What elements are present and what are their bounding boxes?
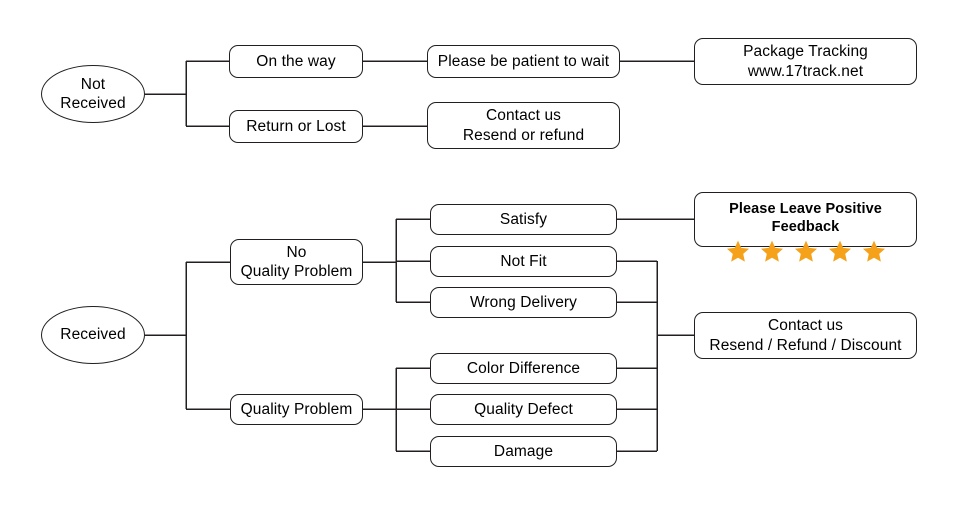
node-quality-problem[interactable]: Quality Problem bbox=[230, 394, 363, 425]
node-no-quality-problem-line1: No bbox=[286, 243, 307, 261]
node-damage-label: Damage bbox=[493, 442, 554, 460]
node-not-fit-label: Not Fit bbox=[500, 252, 547, 270]
node-please-leave-positive-feedback[interactable]: Please Leave Positive Feedback bbox=[694, 192, 917, 262]
node-wrong-delivery[interactable]: Wrong Delivery bbox=[430, 287, 617, 318]
node-please-be-patient-to-wait[interactable]: Please be patient to wait bbox=[427, 45, 620, 78]
node-return-or-lost-label: Return or Lost bbox=[246, 117, 346, 135]
node-quality-problem-label: Quality Problem bbox=[240, 400, 353, 418]
node-contact-us-discount-line1: Contact us bbox=[767, 317, 844, 335]
node-return-or-lost[interactable]: Return or Lost bbox=[229, 110, 363, 143]
node-package-tracking-url: www.17track.net bbox=[747, 62, 864, 80]
node-quality-defect-label: Quality Defect bbox=[474, 400, 573, 418]
star-rating[interactable] bbox=[725, 239, 887, 264]
star-icon[interactable] bbox=[861, 239, 887, 264]
node-satisfy[interactable]: Satisfy bbox=[430, 204, 617, 235]
node-no-quality-problem-line2: Quality Problem bbox=[240, 263, 353, 280]
node-contact-us-resend-or-refund[interactable]: Contact us Resend or refund bbox=[427, 102, 620, 149]
node-wrong-delivery-label: Wrong Delivery bbox=[469, 293, 578, 311]
node-not-received-line1: Not bbox=[80, 75, 106, 93]
node-color-difference[interactable]: Color Difference bbox=[430, 353, 617, 384]
star-icon[interactable] bbox=[793, 239, 819, 264]
node-not-received[interactable]: Not Received bbox=[41, 65, 145, 123]
node-not-received-line2: Received bbox=[60, 95, 126, 112]
node-please-wait-label: Please be patient to wait bbox=[437, 52, 610, 70]
node-positive-feedback-label: Please Leave Positive Feedback bbox=[729, 201, 882, 236]
node-contact-us-resend-refund-discount[interactable]: Contact us Resend / Refund / Discount bbox=[694, 312, 917, 359]
node-received-label: Received bbox=[60, 326, 126, 344]
node-not-fit[interactable]: Not Fit bbox=[430, 246, 617, 277]
node-on-the-way-label: On the way bbox=[256, 52, 336, 70]
node-quality-defect[interactable]: Quality Defect bbox=[430, 394, 617, 425]
node-package-tracking[interactable]: Package Tracking www.17track.net bbox=[694, 38, 917, 85]
node-on-the-way[interactable]: On the way bbox=[229, 45, 363, 78]
node-no-quality-problem[interactable]: No Quality Problem bbox=[230, 239, 363, 285]
node-satisfy-label: Satisfy bbox=[499, 210, 548, 228]
node-contact-us-line1: Contact us bbox=[485, 107, 562, 125]
node-contact-us-line2: Resend or refund bbox=[462, 126, 585, 144]
star-icon[interactable] bbox=[827, 239, 853, 264]
node-received[interactable]: Received bbox=[41, 306, 145, 364]
star-icon[interactable] bbox=[725, 239, 751, 264]
node-color-difference-label: Color Difference bbox=[466, 359, 581, 377]
star-icon[interactable] bbox=[759, 239, 785, 264]
node-contact-us-discount-line2: Resend / Refund / Discount bbox=[709, 336, 902, 354]
node-package-tracking-line1: Package Tracking bbox=[743, 43, 868, 61]
node-damage[interactable]: Damage bbox=[430, 436, 617, 467]
